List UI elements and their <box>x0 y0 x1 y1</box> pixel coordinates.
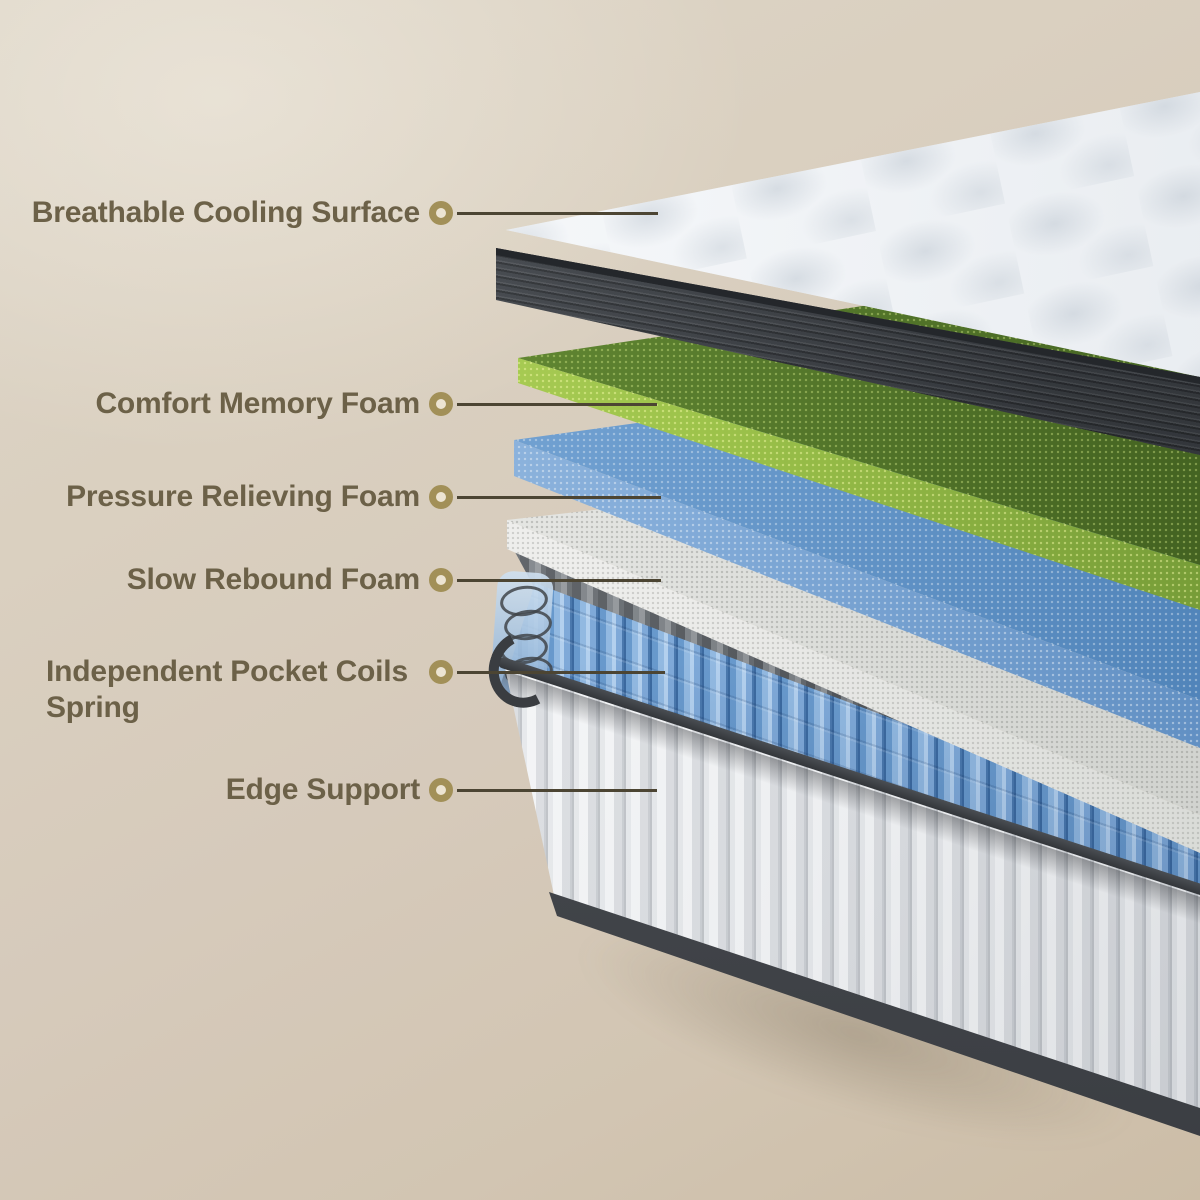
callout-ring-icon <box>429 660 453 684</box>
callout-ring-icon <box>429 778 453 802</box>
callout-label-breathable-cooling-surface: Breathable Cooling Surface <box>31 196 420 229</box>
callout-leader-line <box>457 789 657 792</box>
callout-label-edge-support: Edge Support <box>225 773 420 806</box>
callout-leader-line <box>457 496 661 499</box>
callout-label-slow-rebound-foam: Slow Rebound Foam <box>126 563 420 596</box>
callout-label-independent-pocket-coils-spring: Independent Pocket Coils Spring <box>46 655 408 724</box>
callout-ring-icon <box>429 568 453 592</box>
callout-leader-line <box>457 212 658 215</box>
callout-ring-icon <box>429 201 453 225</box>
callout-leader-line <box>457 403 657 406</box>
callout-ring-icon <box>429 392 453 416</box>
callout-label-pressure-relieving-foam: Pressure Relieving Foam <box>66 480 420 513</box>
callout-leader-line <box>457 579 661 582</box>
callout-label-comfort-memory-foam: Comfort Memory Foam <box>95 387 420 420</box>
callout-ring-icon <box>429 485 453 509</box>
callout-leader-line <box>457 671 665 674</box>
